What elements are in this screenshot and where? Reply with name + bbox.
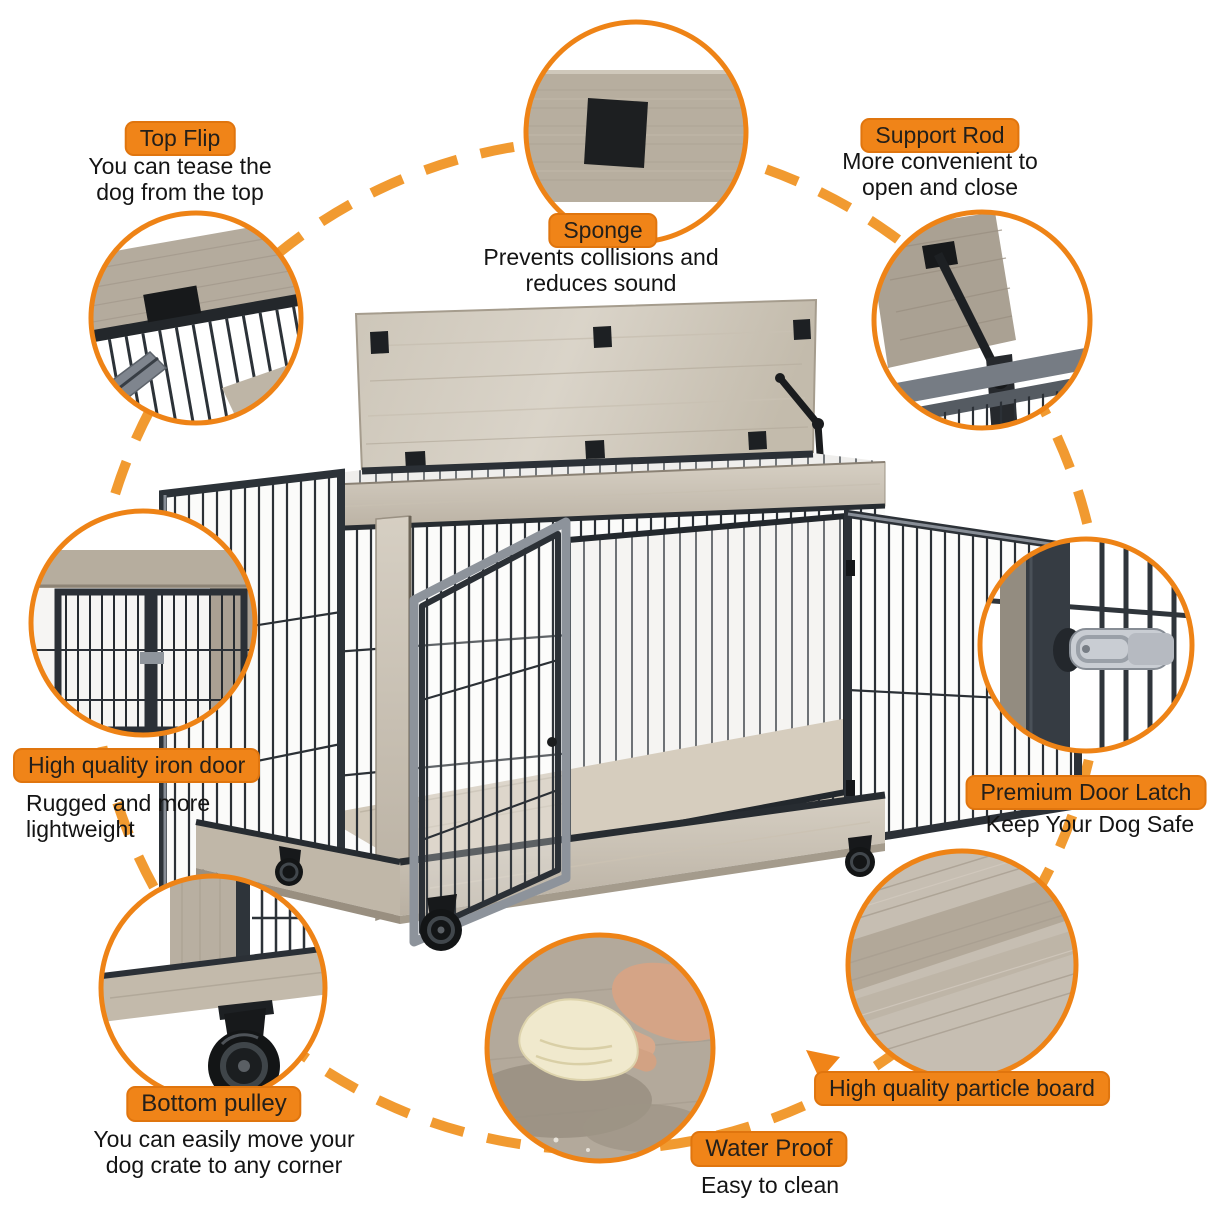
callout-desc-iron-door: Rugged and more lightweight bbox=[26, 790, 211, 842]
callout-badge-particle-board: High quality particle board bbox=[814, 1071, 1110, 1106]
arrow-icon bbox=[806, 1050, 840, 1080]
iron-door-detail-photo bbox=[28, 508, 258, 738]
water-proof-detail-photo bbox=[484, 932, 716, 1164]
support-rod-detail-photo bbox=[871, 209, 1093, 431]
callout-badge-water-proof: Water Proof bbox=[690, 1131, 848, 1167]
caster-wheel bbox=[275, 846, 303, 886]
wheel-detail-photo bbox=[98, 873, 328, 1103]
particle-board-detail-photo bbox=[845, 848, 1079, 1082]
callout-badge-support-rod: Support Rod bbox=[860, 118, 1020, 153]
callout-badge-iron-door: High quality iron door bbox=[13, 748, 261, 783]
door-latch-small bbox=[140, 652, 164, 664]
sponge-pad bbox=[584, 98, 648, 168]
callout-desc-door-latch: Keep Your Dog Safe bbox=[985, 811, 1195, 837]
callout-badge-door-latch: Premium Door Latch bbox=[965, 775, 1207, 810]
door-handle bbox=[547, 737, 557, 747]
dog-crate-product bbox=[159, 298, 1082, 951]
callout-desc-top-flip: You can tease the dog from the top bbox=[88, 153, 272, 205]
sponge-detail-photo bbox=[523, 19, 749, 245]
callout-badge-top-flip: Top Flip bbox=[124, 121, 236, 156]
caster-wheel bbox=[420, 894, 462, 951]
top-flip-lid bbox=[354, 298, 818, 474]
front-door-open bbox=[409, 517, 571, 947]
door-latch-detail-photo bbox=[977, 536, 1195, 754]
callout-badge-bottom-pulley: Bottom pulley bbox=[126, 1086, 302, 1122]
callout-desc-sponge: Prevents collisions and reduces sound bbox=[483, 244, 719, 296]
callout-desc-water-proof: Easy to clean bbox=[700, 1172, 840, 1198]
callout-desc-support-rod: More convenient to open and close bbox=[842, 148, 1038, 200]
casters bbox=[275, 835, 875, 951]
front-doorway bbox=[565, 512, 849, 848]
caster-wheel bbox=[845, 835, 875, 877]
callout-desc-bottom-pulley: You can easily move your dog crate to an… bbox=[93, 1126, 355, 1178]
crate-body bbox=[195, 503, 886, 922]
top-flip-detail-photo bbox=[88, 210, 304, 426]
callout-badge-sponge: Sponge bbox=[548, 213, 658, 248]
top-opening bbox=[196, 450, 885, 490]
support-rod bbox=[775, 373, 825, 472]
